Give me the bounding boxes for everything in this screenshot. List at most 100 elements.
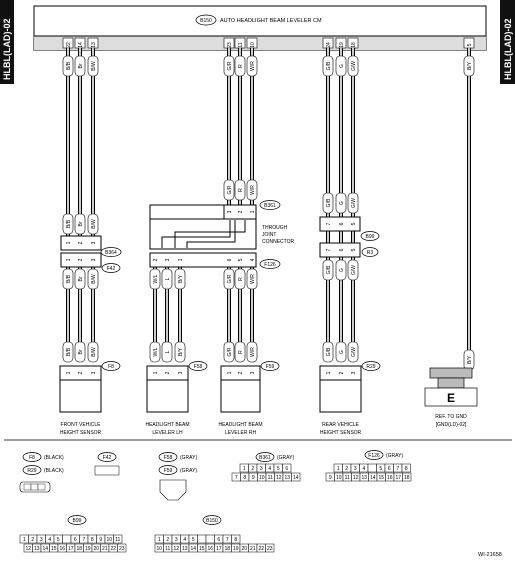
wire-tag-front-low-2: B/W xyxy=(91,274,97,284)
legend-f126-r2-5: 14 xyxy=(370,475,376,481)
through-joint-label-3: CONNECTOR xyxy=(262,239,295,245)
side-tab-left-label: HLBL(LAD)-02 xyxy=(2,19,12,81)
legend-f126-r1-6: 6 xyxy=(388,466,391,472)
sensor-0-pin-1: 2 xyxy=(78,371,84,374)
legend-b150-r2-8: 18 xyxy=(224,546,230,552)
legend-f58-color: (GRAY) xyxy=(180,455,197,461)
legend-b99-r1-11: 11 xyxy=(115,537,120,543)
rear-junction-lower-pin-0: 7 xyxy=(326,248,332,251)
legend-b361-r2-5: 12 xyxy=(276,475,282,481)
legend-b150-r2-4: 14 xyxy=(190,546,196,552)
sensor-1-pin-0: 1 xyxy=(153,371,159,374)
legend-b150-r2-13: 23 xyxy=(267,546,273,552)
sensor-1-label-2: LEVELER LH xyxy=(152,430,183,436)
front-junction-lower-code: F42 xyxy=(107,266,116,272)
sensor-0-pin-0: 1 xyxy=(66,371,72,374)
legend-f58-code: F58 xyxy=(164,455,173,461)
front-junction-upper-pin-1: 2 xyxy=(78,241,84,244)
legend-b150-r1-9: 8 xyxy=(234,537,237,543)
wire-tag-front-bot-2: B/W xyxy=(91,347,97,357)
f126-connector xyxy=(149,252,257,268)
wire-tag-rear-bot-0: G/B xyxy=(326,347,332,356)
sensor-3-label-1: REAR VEHICLE xyxy=(322,422,359,428)
sensor-2-label-2: LEVELER RH xyxy=(225,430,257,436)
legend-b361-r2-7: 14 xyxy=(293,475,299,481)
sensor-2-pin-2: 3 xyxy=(250,371,256,374)
legend-f126-r1-2: 3 xyxy=(354,466,357,472)
wire-tag-rhl-2: W/R xyxy=(250,274,256,284)
legend-f126-r2-3: 12 xyxy=(353,475,359,481)
sensor-3-label-2: HEIGHT SENSOR xyxy=(320,430,362,436)
legend-b361-r2-6: 13 xyxy=(284,475,290,481)
control-module-code: B150 xyxy=(200,18,212,24)
legend-b99-r2-4: 16 xyxy=(59,546,65,552)
legend-b361-r1-5: 6 xyxy=(285,466,288,472)
wire-tag-lh-0: G/R xyxy=(227,61,233,70)
cm-pin-4: 11 xyxy=(238,42,244,47)
front-junction-lower-pin-0: 1 xyxy=(66,258,72,261)
legend-b99-r1-3: 4 xyxy=(48,537,51,543)
wire-tag-rear-bot-2: G/W xyxy=(351,347,357,357)
rear-junction-upper-pin-0: 7 xyxy=(326,222,332,225)
wire-tag-rhl-0: G/R xyxy=(227,274,233,283)
legend-b361-r1-2: 3 xyxy=(260,466,263,472)
legend-b99-r2-1: 13 xyxy=(34,546,40,552)
legend-b361-r1-4: 5 xyxy=(277,466,280,472)
rear-junction-upper-code: B99 xyxy=(366,234,375,240)
legend-f126-r1-8: 8 xyxy=(405,466,408,472)
rear-junction-lower-code: R3 xyxy=(367,250,374,256)
f126-pin-1: 3 xyxy=(165,258,171,261)
sensor-box-3 xyxy=(319,365,362,413)
wire-tag-front-mid-0: B/B xyxy=(66,219,72,228)
f126-pin-5: 4 xyxy=(250,258,256,261)
legend-f126-r2-1: 10 xyxy=(336,475,342,481)
wire-tag-lhl-2: B/Y xyxy=(178,274,184,283)
front-junction-upper-code: B364 xyxy=(105,250,117,256)
cm-pin-2: 13 xyxy=(91,42,97,48)
wire-tag-front-bot-1: Br xyxy=(78,349,84,354)
sensor-1-pin-2: 3 xyxy=(178,371,184,374)
wire-tag-lh-mid-1: R xyxy=(238,188,244,192)
wire-tag-rear-1: G xyxy=(339,64,345,68)
legend-f8-color: (BLACK) xyxy=(44,455,64,461)
legend-b99-r1-2: 3 xyxy=(40,537,43,543)
control-module-code-badge xyxy=(195,14,217,26)
rear-junction-lower xyxy=(319,242,361,258)
ground-ref-label-1: REF. TO GND xyxy=(435,414,467,420)
wire-tag-lh-mid-0: G/R xyxy=(227,185,233,194)
wire-tag-rhl-bot-2: W/R xyxy=(250,347,256,357)
rear-junction-lower-pin-2: 5 xyxy=(351,248,357,251)
legend-b150-r1-8: 7 xyxy=(226,537,229,543)
wire-tag-lhl-1: L xyxy=(165,277,171,280)
wire-tag-rear-low-0: G/B xyxy=(326,265,332,274)
figure-id: WI-21658 xyxy=(478,552,502,558)
front-junction-upper xyxy=(60,235,102,251)
control-module-shade xyxy=(34,36,486,50)
sensor-3-pin-1: 2 xyxy=(339,371,345,374)
legend-f126-r1-7: 7 xyxy=(396,466,399,472)
legend-f126-r1-3: 4 xyxy=(362,466,365,472)
wire-tag-front-mid-1: Br xyxy=(78,221,84,226)
legend-f126-r2-4: 13 xyxy=(361,475,367,481)
rear-junction-upper xyxy=(319,216,361,232)
legend-b150-r1-4: 5 xyxy=(192,537,195,543)
wire-tag-rear-2: G/W xyxy=(351,61,357,71)
legend-b150-r2-5: 15 xyxy=(199,546,205,552)
wire-tag-lh-1: R xyxy=(238,64,244,68)
legend-b99-r1-0: 1 xyxy=(23,537,26,543)
wire-tag-lh-mid-2: W/R xyxy=(250,185,256,195)
legend-b99-r1-10: 10 xyxy=(106,537,112,543)
legend-f126-r1-0: 1 xyxy=(337,466,340,472)
legend-b361-r2-1: 8 xyxy=(243,475,246,481)
wire-tag-rhl-bot-1: R xyxy=(238,350,244,354)
sensor-box-2 xyxy=(220,365,261,413)
rear-junction-upper-pin-1: 6 xyxy=(339,222,345,225)
through-joint-label-2: JOINT xyxy=(262,232,276,238)
legend-f126-r2-9: 18 xyxy=(404,475,410,481)
legend-f126-color: (GRAY) xyxy=(386,453,403,459)
legend-b150-r1-2: 3 xyxy=(175,537,178,543)
legend-f126-r2-0: 9 xyxy=(329,475,332,481)
cm-pin-5: 10 xyxy=(250,42,256,48)
sensor-0-pin-2: 3 xyxy=(91,371,97,374)
legend-b99-r2-3: 15 xyxy=(51,546,57,552)
